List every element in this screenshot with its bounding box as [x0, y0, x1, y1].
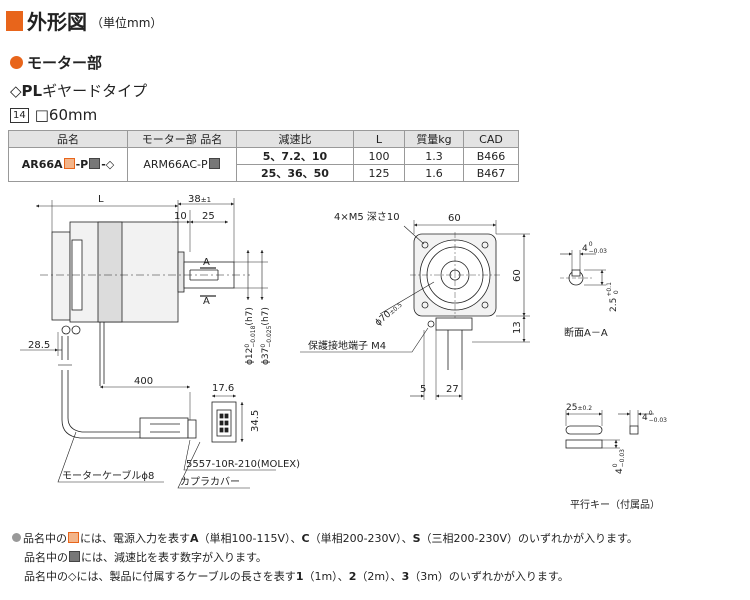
- side-view-labels: L 38±1 10 25 A A 28.5 400 17.6 34.5 ϕ120…: [28, 194, 300, 488]
- mass-cell: 1.6: [404, 164, 464, 182]
- side-view: [20, 198, 276, 489]
- col-ratio: 減速比: [236, 130, 354, 148]
- notes: 品名中のには、電源入力を表すA（単相100-115V）、C（単相200-230V…: [12, 529, 638, 586]
- orange-box-icon: [68, 532, 79, 543]
- svg-text:ϕ70±0.5: ϕ70±0.5: [374, 300, 405, 328]
- svg-text:40−0.03: 40−0.03: [642, 410, 667, 424]
- note-line-2: 品名中のには、減速比を表す数字が入ります。: [24, 551, 267, 564]
- svg-text:27: 27: [446, 384, 459, 395]
- svg-text:カプラカバー: カプラカバー: [180, 476, 240, 488]
- bullet-dot-icon: [10, 56, 23, 69]
- svg-text:28.5: 28.5: [28, 340, 50, 351]
- parallel-key-labels: 25±0.2 40−0.03 40−0.03 平行キー（付属品）: [566, 403, 667, 511]
- svg-text:4×M5 深さ10: 4×M5 深さ10: [334, 211, 400, 223]
- header-square-icon: [6, 10, 23, 31]
- svg-text:保護接地端子 M4: 保護接地端子 M4: [308, 339, 386, 352]
- size-label: 14 □60mm: [10, 106, 97, 124]
- parallel-key: [565, 410, 654, 449]
- svg-text:25±0.2: 25±0.2: [566, 403, 592, 413]
- L-cell: 125: [353, 164, 405, 182]
- motor-name: ARM66AC-P: [127, 147, 237, 182]
- svg-text:平行キー（付属品）: 平行キー（付属品）: [570, 498, 660, 511]
- cad-cell: B467: [463, 164, 519, 182]
- orange-box-icon: [63, 158, 75, 169]
- svg-text:ϕ120−0.018(h7): ϕ120−0.018(h7): [244, 307, 257, 365]
- size-number-badge: 14: [10, 107, 29, 123]
- section-aa-labels: 40−0.03 2.5+0.10 断面A－A: [564, 241, 620, 339]
- cad-cell: B466: [463, 147, 519, 165]
- page-header: 外形図 （単位mm）: [6, 6, 162, 35]
- gray-box-icon: [69, 551, 80, 562]
- product-name: AR66A-P-◇: [8, 147, 128, 182]
- front-view-labels: 4×M5 深さ10 60 60 ϕ70±0.5 13 保護接地端子 M4 5 2…: [308, 211, 523, 395]
- svg-text:モーターケーブルϕ8: モーターケーブルϕ8: [62, 469, 154, 482]
- svg-text:10: 10: [174, 211, 187, 222]
- svg-text:断面A－A: 断面A－A: [564, 326, 608, 339]
- col-motor: モーター部 品名: [127, 130, 237, 148]
- note-line-1: 品名中のには、電源入力を表すA（単相100-115V）、C（単相200-230V…: [12, 529, 638, 548]
- svg-text:25: 25: [202, 211, 215, 222]
- svg-text:2.5+0.10: 2.5+0.10: [606, 282, 620, 312]
- svg-text:A: A: [203, 257, 210, 268]
- svg-text:17.6: 17.6: [212, 383, 234, 394]
- svg-text:400: 400: [134, 376, 153, 387]
- table-row: 25、36、50 125 1.6 B467: [9, 164, 519, 182]
- gray-box-icon: [208, 158, 220, 169]
- svg-text:L: L: [98, 194, 104, 205]
- front-view: [300, 220, 530, 400]
- svg-text:A: A: [203, 296, 210, 307]
- type-label: ◇PLギヤードタイプ: [10, 82, 148, 100]
- svg-text:ϕ370−0.025(h7): ϕ370−0.025(h7): [260, 307, 273, 365]
- svg-text:40−0.03: 40−0.03: [612, 449, 626, 474]
- col-product: 品名: [8, 130, 128, 148]
- page-title: 外形図: [27, 10, 87, 34]
- svg-text:38±1: 38±1: [188, 194, 211, 205]
- gray-box-icon: [89, 158, 101, 169]
- svg-text:34.5: 34.5: [250, 410, 261, 432]
- spec-table: 品名 モーター部 品名 減速比 L 質量kg CAD AR66A-P-◇ ARM…: [8, 130, 519, 182]
- svg-text:40−0.03: 40−0.03: [582, 241, 607, 255]
- svg-text:60: 60: [512, 269, 523, 282]
- svg-text:5: 5: [420, 384, 426, 395]
- svg-text:5557-10R-210(MOLEX): 5557-10R-210(MOLEX): [186, 459, 300, 470]
- ratio-cell: 25、36、50: [236, 164, 354, 182]
- col-mass: 質量kg: [404, 130, 464, 148]
- svg-text:13: 13: [512, 321, 523, 334]
- unit-label: （単位mm）: [91, 16, 163, 30]
- svg-text:60: 60: [448, 213, 461, 224]
- table-header-row: 品名 モーター部 品名 減速比 L 質量kg CAD: [8, 130, 519, 148]
- note-line-3: 品名中の◇には、製品に付属するケーブルの長さを表す1（1m）、2（2m）、3（3…: [24, 570, 569, 583]
- bullet-icon: [12, 533, 21, 542]
- section-title: モーター部: [10, 52, 102, 73]
- section-aa: [560, 250, 606, 286]
